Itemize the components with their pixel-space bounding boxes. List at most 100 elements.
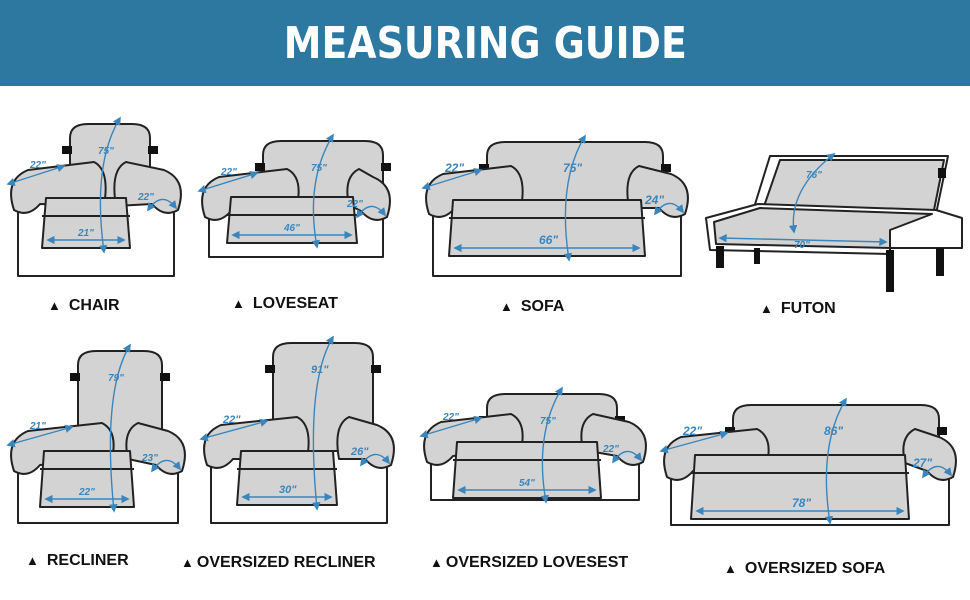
strap-left	[255, 163, 265, 171]
furniture-drawing: 86"78"22"27"	[659, 397, 957, 526]
arm-depth-measurement: 22"	[346, 199, 363, 210]
triangle-icon: ▲	[232, 296, 245, 311]
back-measurement: 76"	[806, 170, 822, 181]
back-measurement: 86"	[824, 424, 843, 438]
measure-line	[197, 170, 259, 194]
triangle-icon: ▲	[760, 301, 773, 316]
back-measurement: 91"	[311, 364, 329, 376]
furniture-drawing: 91" 30" 22" 26"	[199, 335, 395, 524]
measure-line	[199, 418, 269, 442]
illustration-sofa: 75" 66" 22" 24"	[415, 130, 695, 290]
leg-back-right	[936, 248, 944, 276]
strap-right	[160, 373, 170, 381]
arm-depth-measurement: 22"	[602, 444, 619, 455]
measure-line	[147, 198, 178, 212]
strap-left	[265, 365, 275, 373]
seat-cover	[226, 196, 358, 244]
measure-line	[563, 134, 586, 262]
measure-line	[109, 343, 131, 513]
triangle-icon: ▲	[430, 555, 443, 570]
strap-right	[661, 164, 671, 172]
caption-label: CHAIR	[68, 297, 120, 314]
back-measurement: 75"	[540, 416, 556, 427]
illustration-recliner: 79" 22" 21" 23"	[0, 335, 200, 535]
triangle-icon: ▲	[48, 298, 61, 313]
measure-line	[824, 397, 847, 525]
triangle-icon: ▲	[500, 299, 513, 314]
leg-front-right	[886, 250, 894, 292]
caption-label: OVERSIZED LOVESEST	[445, 554, 629, 571]
leg-front-left	[716, 246, 724, 268]
back-measurement: 79"	[108, 373, 124, 384]
arm-depth-measurement: 27"	[912, 456, 932, 470]
seat-measurement: 66"	[539, 233, 558, 247]
caption-sofa: ▲ SOFA	[500, 298, 564, 316]
caption-loveseat: ▲ LOVESEAT	[232, 295, 338, 313]
triangle-icon: ▲	[26, 553, 39, 568]
back-measurement: 75"	[311, 163, 327, 174]
measure-line	[419, 415, 483, 439]
arm-depth-measurement: 24"	[644, 193, 664, 207]
caption-label: LOVESEAT	[252, 295, 338, 312]
furniture-drawing: 75"54"22"22"	[419, 386, 647, 504]
triangle-icon: ▲	[181, 555, 194, 570]
illustration-futon: 76" 70"	[700, 150, 970, 300]
caption-label: OVERSIZED RECLINER	[196, 554, 376, 571]
arm-depth-measurement: 26"	[350, 446, 369, 458]
furniture-drawing: 75" 46" 22" 22"	[197, 133, 391, 258]
caption-label: OVERSIZED SOFA	[744, 560, 886, 577]
strap-right	[148, 146, 158, 154]
triangle-icon: ▲	[724, 561, 737, 576]
title-banner: MEASURING GUIDE	[0, 0, 970, 86]
measure-line	[659, 430, 729, 454]
measure-line	[6, 424, 74, 448]
strap-left	[479, 164, 489, 172]
arm-depth-measurement: 23"	[141, 453, 158, 464]
caption-label: FUTON	[780, 300, 836, 317]
arm-width-measurement: 22"	[220, 167, 237, 178]
strap-left	[70, 373, 80, 381]
arm-width-measurement: 22"	[29, 160, 46, 171]
furniture-drawing: 75" 66" 22" 24"	[421, 134, 689, 277]
strap-right	[381, 163, 391, 171]
measure-line	[360, 453, 391, 467]
leg-back-left	[754, 248, 760, 264]
seat-measurement: 22"	[78, 487, 95, 498]
illustration-oversized-loveseat: 75"54"22"22"	[415, 380, 655, 530]
caption-chair: ▲ CHAIR	[48, 297, 120, 315]
seat-cover	[236, 450, 338, 506]
measure-line	[98, 116, 121, 254]
arm-width-measurement: 22"	[444, 161, 464, 175]
seat-measurement: 46"	[283, 223, 300, 234]
measure-line	[718, 233, 888, 247]
measure-line	[356, 205, 387, 219]
illustration-loveseat: 75" 46" 22" 22"	[195, 125, 405, 285]
measure-line	[151, 459, 182, 473]
seat-measurement: 70"	[794, 240, 810, 251]
strap-left	[62, 146, 72, 154]
caption-oversized-recliner: ▲OVERSIZED RECLINER	[181, 554, 376, 572]
caption-label: SOFA	[520, 298, 565, 315]
measure-line	[421, 167, 483, 191]
arm-width-measurement: 21"	[29, 421, 46, 432]
furniture-drawing: 79" 22" 21" 23"	[6, 343, 186, 524]
back-measurement: 75"	[563, 161, 582, 175]
caption-oversized-sofa: ▲ OVERSIZED SOFA	[724, 560, 885, 578]
measure-line	[922, 465, 953, 479]
arm-width-measurement: 22"	[682, 424, 702, 438]
measure-line	[6, 164, 66, 186]
strap-right	[938, 168, 946, 178]
furniture-drawing: 76" 70"	[705, 152, 963, 292]
seat-measurement: 30"	[279, 484, 297, 496]
measure-line	[788, 152, 836, 234]
illustration-oversized-recliner: 91" 30" 22" 26"	[195, 335, 410, 535]
back-measurement: 75"	[98, 146, 114, 157]
strap-right	[371, 365, 381, 373]
caption-label: RECLINER	[46, 552, 129, 569]
page-title: MEASURING GUIDE	[283, 17, 687, 69]
measure-line	[612, 450, 643, 464]
seat-measurement: 21"	[77, 228, 94, 239]
illustration-chair: 75"21"22"22"	[0, 110, 200, 300]
measure-line	[312, 335, 334, 511]
arm-width-measurement: 22"	[222, 414, 241, 426]
